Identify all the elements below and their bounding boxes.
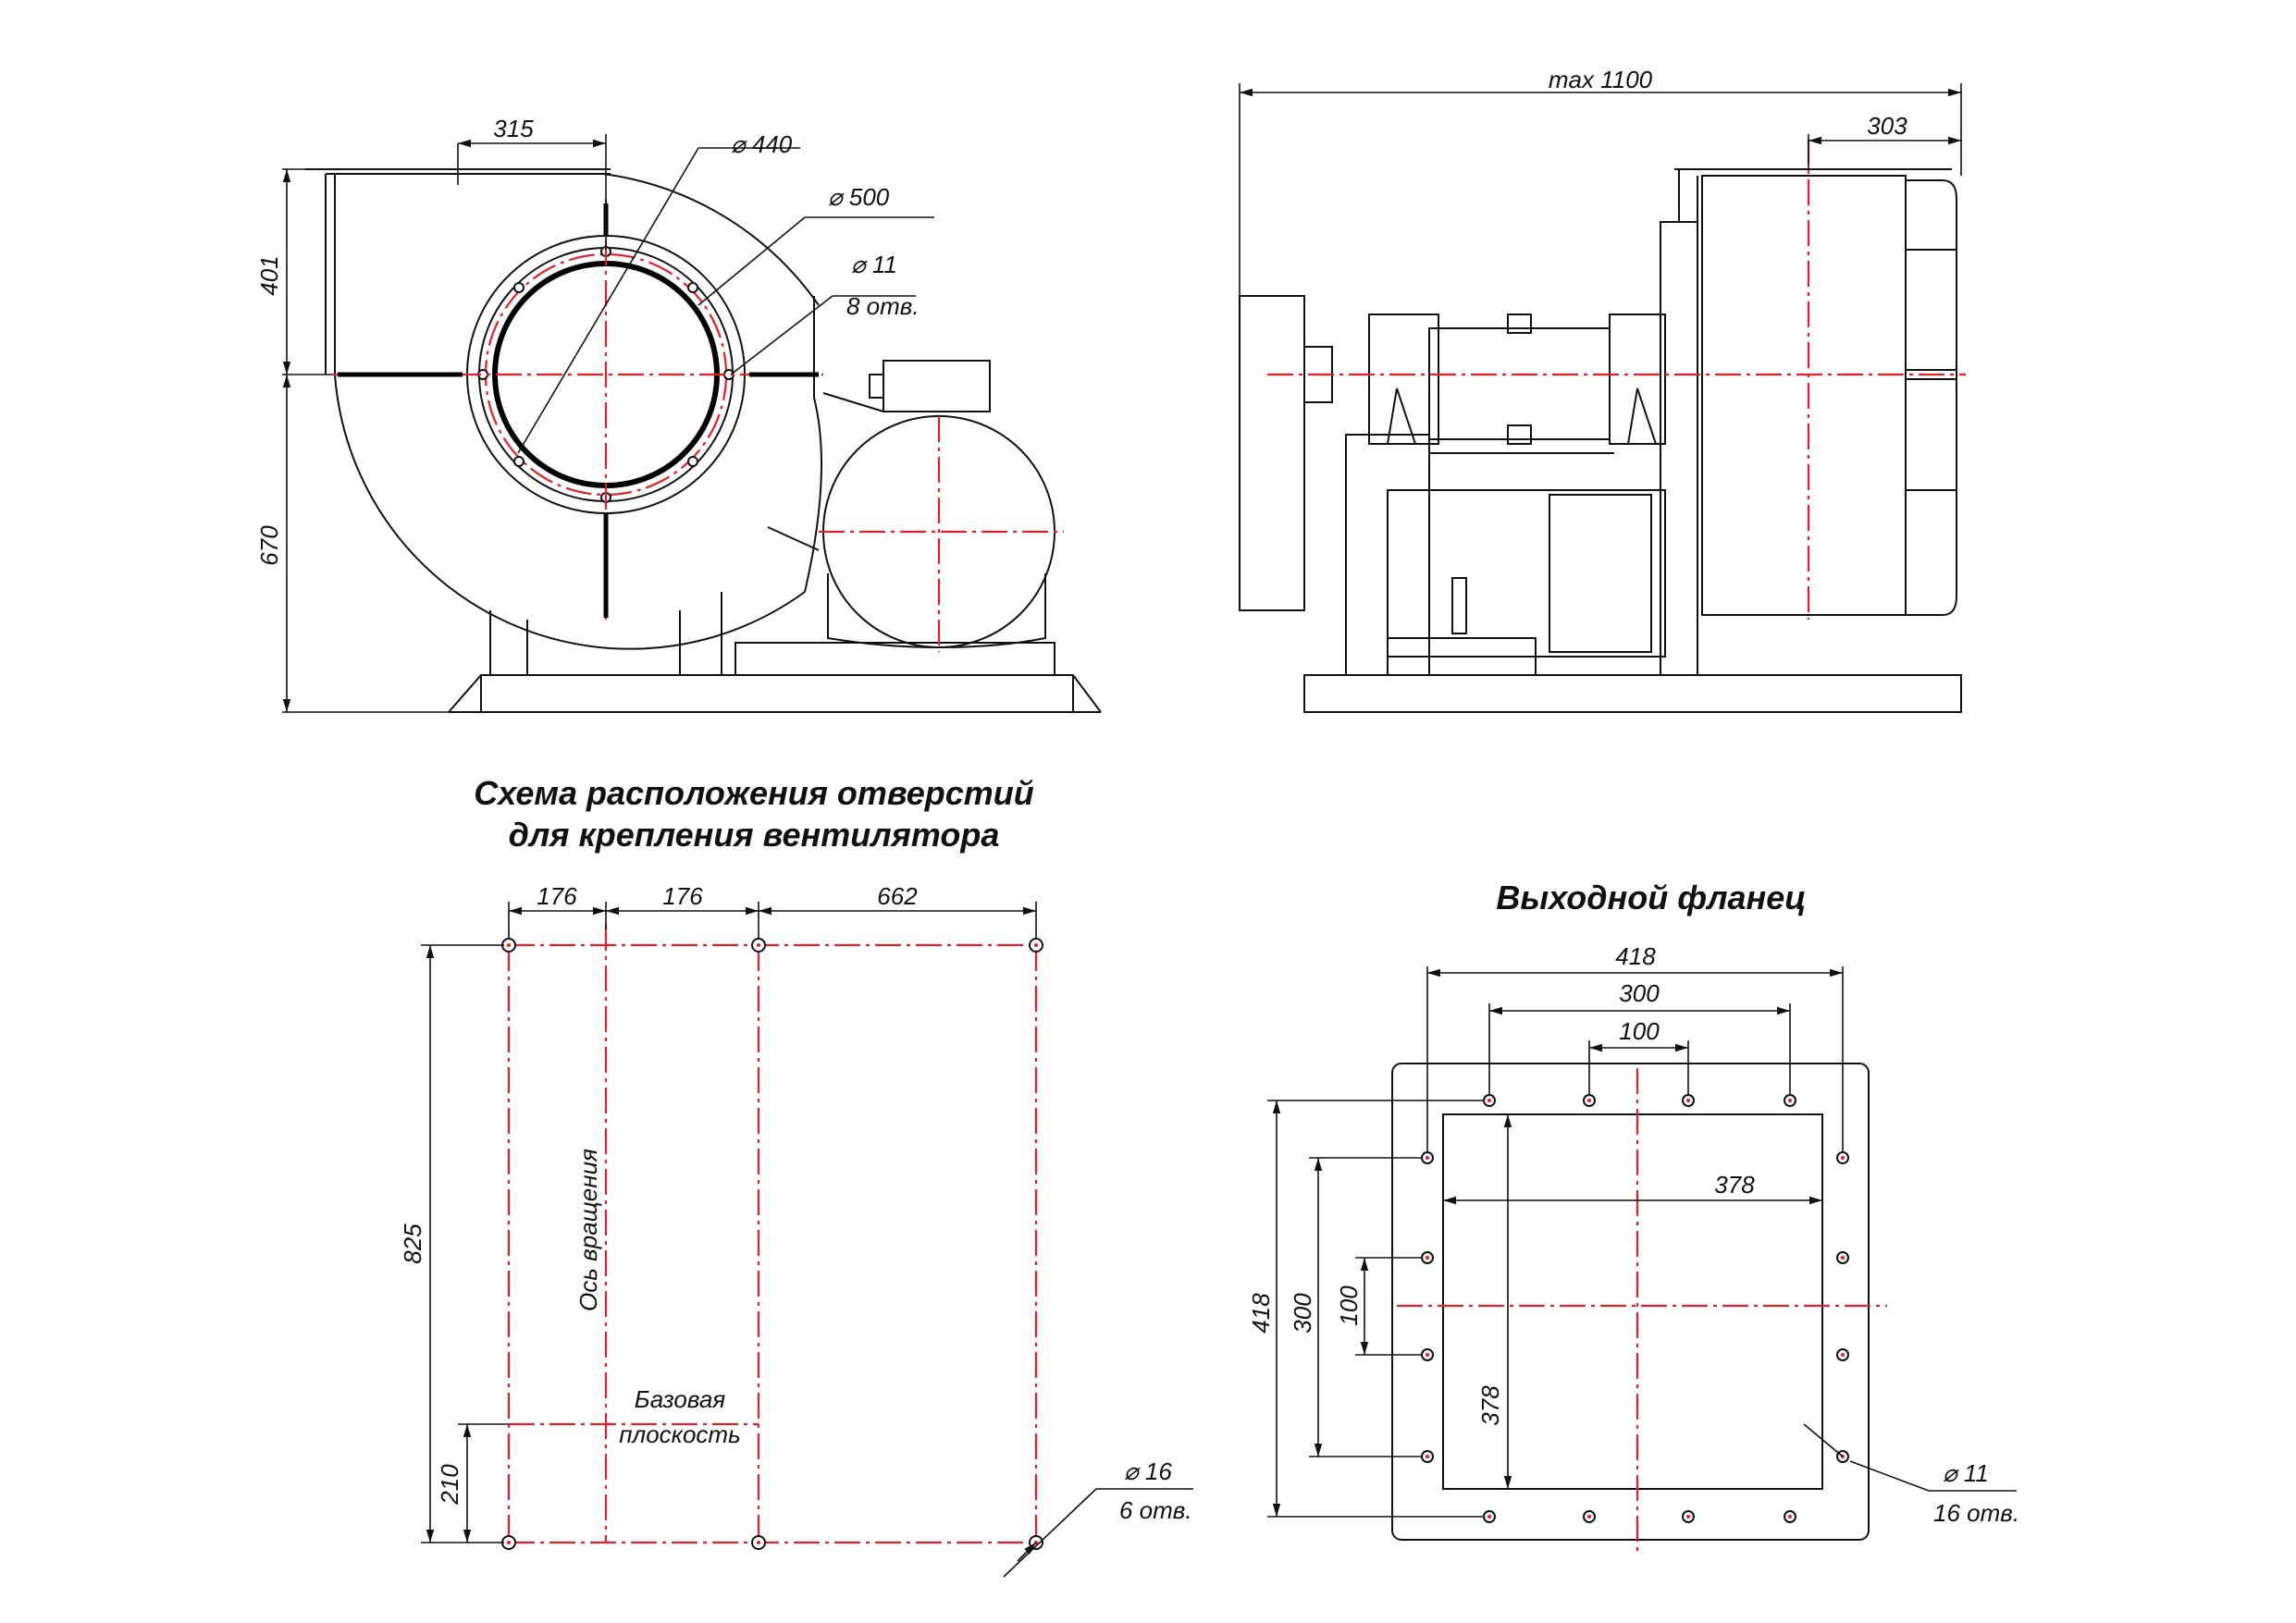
flange-opening: [1442, 1113, 1823, 1490]
mounting-scheme: Схема расположения отверстий для креплен…: [399, 774, 1193, 1578]
dim-d16-label: ⌀ 16: [1124, 1457, 1172, 1485]
holes-8-label: 8 отв.: [846, 292, 920, 320]
flange-title: Выходной фланец: [1496, 879, 1806, 916]
dim-315-label: 315: [493, 115, 534, 142]
terminal-box: [883, 360, 991, 412]
flange-holes: [1421, 1094, 1849, 1523]
dim-401-label: 401: [255, 255, 283, 295]
dim-300-top-label: 300: [1619, 979, 1660, 1007]
dim-418-top-label: 418: [1615, 942, 1656, 970]
dim-d11-label: ⌀ 11: [851, 251, 897, 278]
base-plane-line2: плоскость: [619, 1420, 741, 1448]
outlet-flange: Выходной фланец: [1247, 879, 2019, 1554]
flange-d11-label: ⌀ 11: [1943, 1459, 1989, 1487]
dim-378-h-label: 378: [1714, 1171, 1755, 1199]
front-view: 315 ⌀ 440 ⌀ 500 ⌀ 11 8 отв. 401 670: [255, 115, 1102, 713]
base-plane-line1: Базовая: [635, 1385, 726, 1413]
dim-176b-label: 176: [662, 882, 703, 910]
dim-378-v-label: 378: [1476, 1385, 1504, 1426]
dim-825-label: 825: [399, 1223, 426, 1264]
dim-max1100-label: max 1100: [1549, 66, 1653, 93]
holes-6-label: 6 отв.: [1119, 1496, 1192, 1524]
dim-176a-label: 176: [537, 882, 577, 910]
dim-100-left-label: 100: [1335, 1285, 1363, 1326]
flange-outer: [1391, 1063, 1870, 1541]
mount-title-line1: Схема расположения отверстий: [474, 774, 1034, 812]
shaft-housing: [1428, 327, 1611, 440]
rotation-axis-label: Ось вращения: [574, 1149, 602, 1311]
dim-670-label: 670: [255, 525, 283, 566]
dim-d440-label: ⌀ 440: [731, 130, 793, 158]
holes-16-label: 16 отв.: [1933, 1499, 2019, 1527]
dim-100-top-label: 100: [1619, 1017, 1660, 1045]
side-view: max 1100 303: [1239, 66, 1966, 713]
mount-title-line2: для крепления вентилятора: [509, 816, 1000, 854]
dim-303-label: 303: [1867, 112, 1907, 140]
dim-d500-label: ⌀ 500: [828, 183, 890, 211]
dim-662-label: 662: [877, 882, 918, 910]
dim-210-label: 210: [436, 1464, 463, 1506]
dim-418-left-label: 418: [1247, 1293, 1275, 1334]
dim-300-left-label: 300: [1289, 1293, 1316, 1334]
